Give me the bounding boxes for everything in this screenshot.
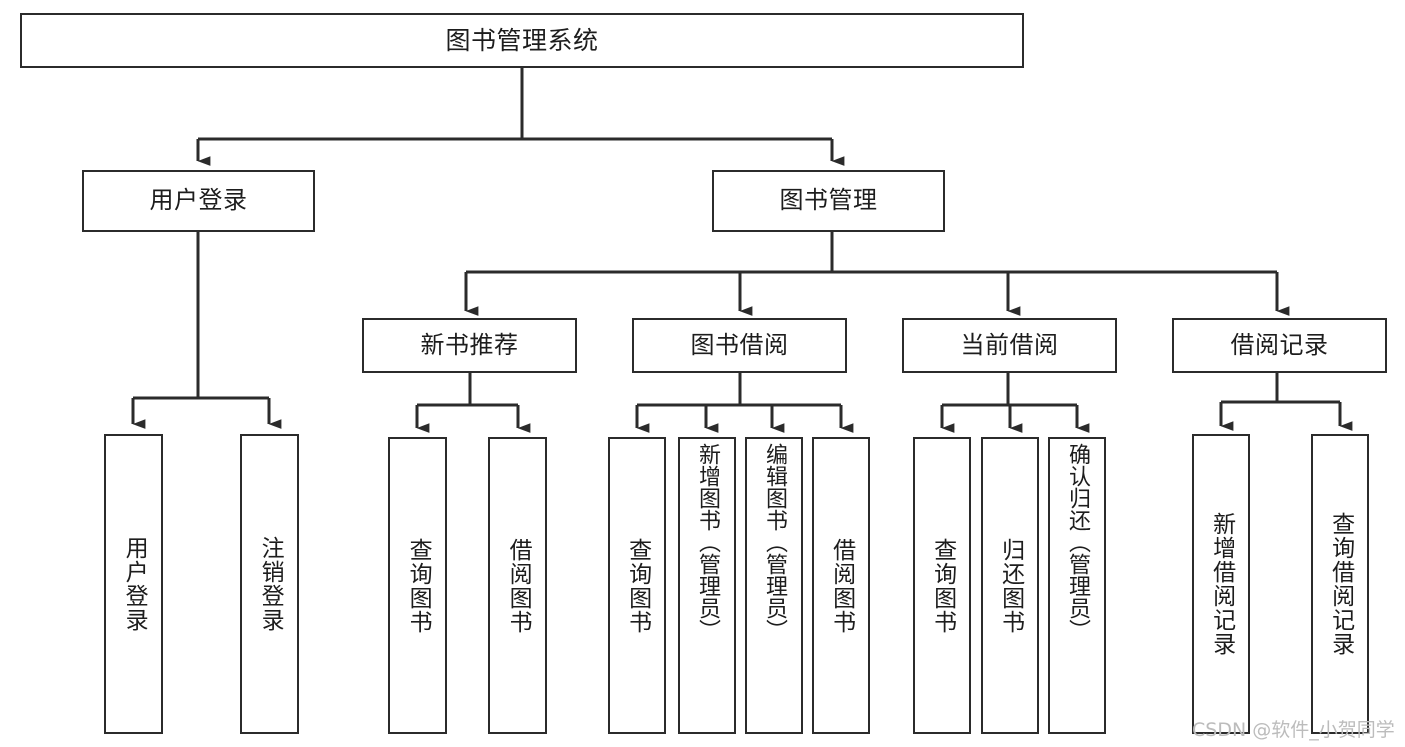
leaf-current-borrow-return[interactable]: 归还图书 — [981, 437, 1039, 734]
node-label: 新增图书（管理员） — [694, 443, 720, 641]
node-book-borrow[interactable]: 图书借阅 — [632, 318, 847, 373]
leaf-current-borrow-query[interactable]: 查询图书 — [913, 437, 971, 734]
node-new-book-recommend[interactable]: 新书推荐 — [362, 318, 577, 373]
node-user-login[interactable]: 用户登录 — [82, 170, 315, 232]
leaf-book-borrow-add-admin[interactable]: 新增图书（管理员） — [678, 437, 736, 734]
node-label: 图书管理系统 — [445, 26, 599, 55]
node-label: 用户登录 — [149, 186, 248, 215]
node-label: 借阅图书 — [828, 537, 855, 634]
leaf-user-login-logout[interactable]: 注销登录 — [240, 434, 299, 734]
node-label: 确认归还（管理员） — [1064, 443, 1090, 641]
node-label: 新增借阅记录 — [1208, 512, 1235, 656]
node-label: 当前借阅 — [960, 330, 1059, 359]
node-current-borrow[interactable]: 当前借阅 — [902, 318, 1117, 373]
node-label: 图书借阅 — [690, 330, 789, 359]
node-label: 编辑图书（管理员） — [761, 443, 787, 641]
node-root-system[interactable]: 图书管理系统 — [20, 13, 1024, 68]
leaf-book-borrow-query[interactable]: 查询图书 — [608, 437, 666, 734]
node-label: 新书推荐 — [420, 330, 519, 359]
leaf-new-book-query[interactable]: 查询图书 — [388, 437, 447, 734]
leaf-current-borrow-confirm-admin[interactable]: 确认归还（管理员） — [1048, 437, 1106, 734]
leaf-new-book-borrow[interactable]: 借阅图书 — [488, 437, 547, 734]
leaf-borrow-record-query[interactable]: 查询借阅记录 — [1311, 434, 1369, 734]
leaf-borrow-record-add[interactable]: 新增借阅记录 — [1192, 434, 1250, 734]
node-label: 图书管理 — [779, 186, 878, 215]
node-label: 查询图书 — [624, 537, 651, 634]
leaf-book-borrow-borrow[interactable]: 借阅图书 — [812, 437, 870, 734]
node-label: 查询图书 — [929, 537, 956, 634]
csdn-watermark: CSDN @软件_小贺同学 — [1192, 719, 1395, 741]
leaf-user-login-login[interactable]: 用户登录 — [104, 434, 163, 734]
node-label: 查询借阅记录 — [1327, 512, 1354, 656]
node-borrow-record[interactable]: 借阅记录 — [1172, 318, 1387, 373]
node-label: 借阅记录 — [1230, 330, 1329, 359]
node-label: 用户登录 — [121, 536, 148, 632]
node-label: 归还图书 — [997, 537, 1024, 634]
node-book-management[interactable]: 图书管理 — [712, 170, 945, 232]
leaf-book-borrow-edit-admin[interactable]: 编辑图书（管理员） — [745, 437, 803, 734]
node-label: 借阅图书 — [505, 537, 532, 634]
node-label: 查询图书 — [405, 537, 432, 634]
node-label: 注销登录 — [257, 536, 284, 632]
